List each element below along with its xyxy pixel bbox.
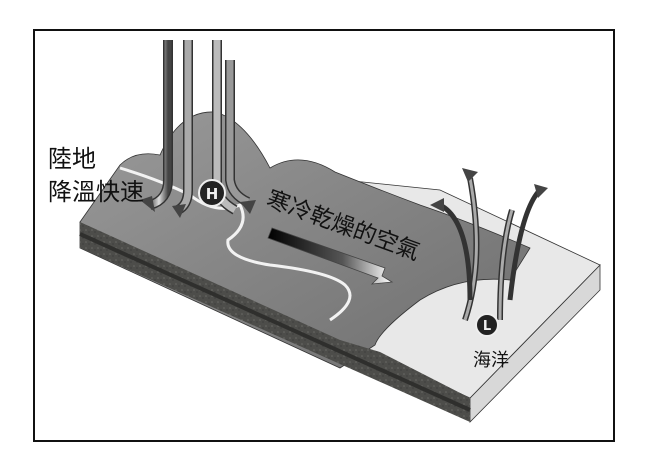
high-pressure-marker: H [198,179,226,207]
high-pressure-label: H [206,185,219,203]
land-label: 陸地 [48,145,96,173]
soil-layer-stripe [79,232,471,412]
rising-air-arrows [430,168,548,321]
land-cooling-label: 降溫快速 [48,178,144,206]
low-pressure-label: L [483,319,491,334]
ocean-label: 海洋 [473,350,509,371]
low-pressure-marker: L [475,313,499,337]
cold-air-arrow [267,227,394,285]
